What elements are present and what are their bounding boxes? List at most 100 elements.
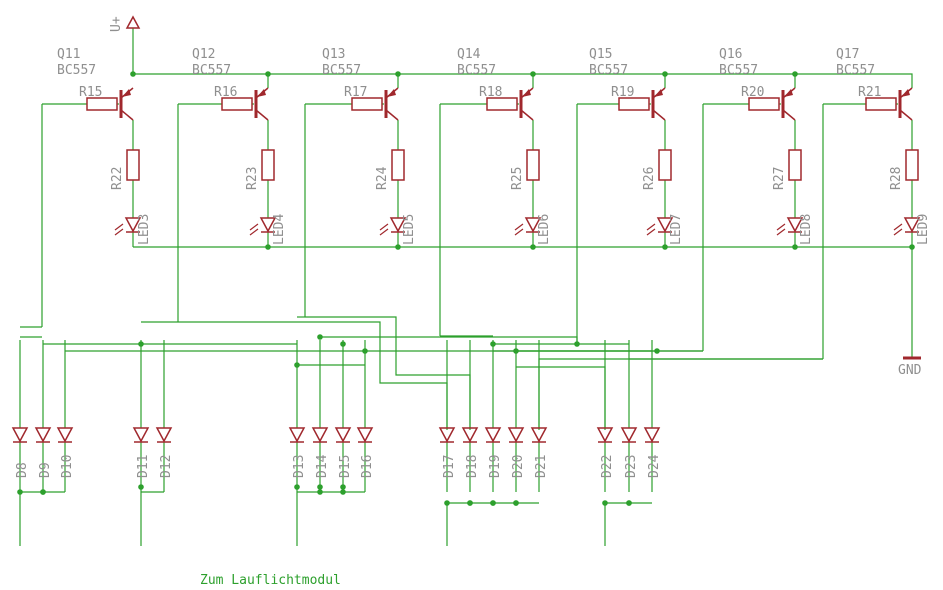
- transistor-collector: [899, 109, 913, 121]
- diode-label: D22: [600, 455, 615, 478]
- junction-dot: [40, 489, 46, 495]
- led-ray: [514, 223, 524, 231]
- transistor-arrow-icon: [257, 89, 266, 97]
- junction-dot: [513, 500, 519, 506]
- led-resistor: [126, 149, 140, 181]
- transistor-collector: [385, 109, 399, 121]
- base-resistor: [486, 97, 518, 111]
- base-resistor: [865, 97, 897, 111]
- diode-label: D16: [360, 455, 375, 478]
- junction-dot: [340, 484, 346, 490]
- led-ray: [646, 223, 656, 231]
- led-label: LED8: [799, 214, 814, 245]
- transistor-type-label: BC557: [457, 63, 496, 78]
- diode-icon: [596, 427, 614, 443]
- diode-label: D24: [647, 454, 662, 478]
- junction-dot: [17, 489, 23, 495]
- base-resistor-label: R19: [611, 85, 634, 100]
- junction-dot: [467, 500, 473, 506]
- diode-icon: [461, 427, 479, 443]
- led-ray: [893, 228, 903, 236]
- transistor-label: Q12: [192, 47, 215, 62]
- diode-icon: [356, 427, 374, 443]
- transistor-collector: [782, 109, 796, 121]
- diode-label: D8: [15, 462, 30, 478]
- diode-label: D9: [38, 462, 53, 478]
- caption: Zum Lauflichtmodul: [200, 573, 341, 588]
- junction-dot: [130, 71, 136, 77]
- supply-label: U+: [109, 16, 124, 32]
- led-resistor: [526, 149, 540, 181]
- base-resistor-label: R15: [79, 85, 102, 100]
- diode-icon: [288, 427, 306, 443]
- led-resistor-label: R22: [110, 167, 125, 190]
- junction-dot: [626, 500, 632, 506]
- transistor-collector: [652, 109, 666, 121]
- led-icon: [786, 217, 804, 233]
- diode-label: D17: [442, 455, 457, 478]
- led-icon: [903, 217, 921, 233]
- supply-arrow-icon: [125, 15, 141, 29]
- junction-dot: [654, 348, 660, 354]
- junction-dot: [340, 489, 346, 495]
- base-resistor-label: R20: [741, 85, 764, 100]
- junction-dot: [444, 500, 450, 506]
- led-ray: [514, 228, 524, 236]
- transistor-type-label: BC557: [192, 63, 231, 78]
- bus-wire: [305, 316, 471, 430]
- led-resistor: [658, 149, 672, 181]
- transistor-collector: [520, 109, 534, 121]
- led-label: LED9: [916, 214, 931, 245]
- base-resistor: [221, 97, 253, 111]
- transistor-label: Q15: [589, 47, 612, 62]
- led-ray: [776, 223, 786, 231]
- ground-label: GND: [898, 363, 922, 378]
- transistor-label: Q17: [836, 47, 859, 62]
- junction-dot: [138, 341, 144, 347]
- diode-icon: [11, 427, 29, 443]
- led-label: LED4: [272, 214, 287, 245]
- led-resistor-label: R25: [510, 167, 525, 190]
- led-label: LED6: [537, 214, 552, 245]
- diode-label: D18: [465, 455, 480, 478]
- led-ray: [114, 223, 124, 231]
- transistor-type-label: BC557: [322, 63, 361, 78]
- led-ray: [249, 223, 259, 231]
- led-label: LED7: [669, 214, 684, 245]
- diode-label: D10: [60, 455, 75, 478]
- led-resistor-label: R26: [642, 167, 657, 190]
- diode-icon: [56, 427, 74, 443]
- led-icon: [389, 217, 407, 233]
- led-resistor: [788, 149, 802, 181]
- base-resistor: [618, 97, 650, 111]
- led-resistor: [261, 149, 275, 181]
- base-resistor-label: R16: [214, 85, 237, 100]
- diode-label: D14: [315, 454, 330, 478]
- led-icon: [124, 217, 142, 233]
- led-resistor-label: R28: [889, 167, 904, 190]
- diode-icon: [530, 427, 548, 443]
- transistor-type-label: BC557: [589, 63, 628, 78]
- diode-label: D23: [624, 455, 639, 478]
- bus-wire: [538, 358, 823, 430]
- junction-dot: [574, 341, 580, 347]
- led-ray: [379, 223, 389, 231]
- base-resistor-label: R17: [344, 85, 367, 100]
- diode-icon: [34, 427, 52, 443]
- transistor-label: Q13: [322, 47, 345, 62]
- diode-label: D12: [159, 455, 174, 478]
- transistor-type-label: BC557: [836, 63, 875, 78]
- diode-label: D15: [338, 455, 353, 478]
- led-icon: [656, 217, 674, 233]
- base-resistor: [86, 97, 118, 111]
- labels: U+GNDR15Q11BC557R22LED3R16Q12BC557R23LED…: [15, 16, 931, 588]
- base-resistor-label: R21: [858, 85, 881, 100]
- transistor-collector: [255, 109, 269, 121]
- junction-dot: [294, 484, 300, 490]
- transistor-type-label: BC557: [719, 63, 758, 78]
- bus-wire: [178, 321, 448, 430]
- led-resistor-label: R24: [375, 166, 390, 190]
- diode-icon: [484, 427, 502, 443]
- led-icon: [259, 217, 277, 233]
